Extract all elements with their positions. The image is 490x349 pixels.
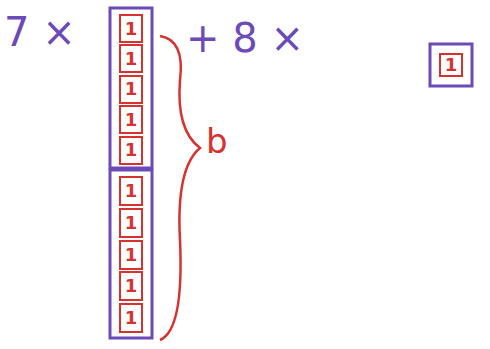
multiplier-label: 7 × bbox=[4, 12, 76, 52]
unit-cell: 1 bbox=[119, 14, 143, 43]
unit-number: 1 bbox=[125, 80, 138, 98]
curly-brace bbox=[160, 36, 200, 340]
unit-cell: 1 bbox=[439, 53, 463, 77]
unit-number: 1 bbox=[125, 182, 138, 200]
unit-number: 1 bbox=[125, 309, 138, 327]
unit-cell: 1 bbox=[119, 240, 143, 270]
unit-cell: 1 bbox=[119, 105, 143, 134]
unit-cell: 1 bbox=[119, 136, 143, 165]
unit-number: 1 bbox=[445, 56, 458, 74]
unit-cell: 1 bbox=[119, 75, 143, 104]
unit-box bbox=[430, 44, 472, 86]
unit-number: 1 bbox=[125, 277, 138, 295]
unit-number: 1 bbox=[125, 111, 138, 129]
unit-number: 1 bbox=[125, 20, 138, 38]
unit-number: 1 bbox=[125, 246, 138, 264]
unit-cell: 1 bbox=[119, 208, 143, 238]
unit-cell: 1 bbox=[119, 271, 143, 301]
unit-number: 1 bbox=[125, 141, 138, 159]
multiplier-label: + 8 × bbox=[186, 18, 304, 58]
unit-cell: 1 bbox=[119, 44, 143, 73]
rod-bottom-half bbox=[110, 170, 152, 338]
unit-number: 1 bbox=[125, 50, 138, 68]
unit-number: 1 bbox=[125, 214, 138, 232]
rod-top-half bbox=[110, 8, 152, 168]
brace-label: b bbox=[206, 124, 228, 158]
unit-cell: 1 bbox=[119, 176, 143, 206]
unit-cell: 1 bbox=[119, 303, 143, 333]
